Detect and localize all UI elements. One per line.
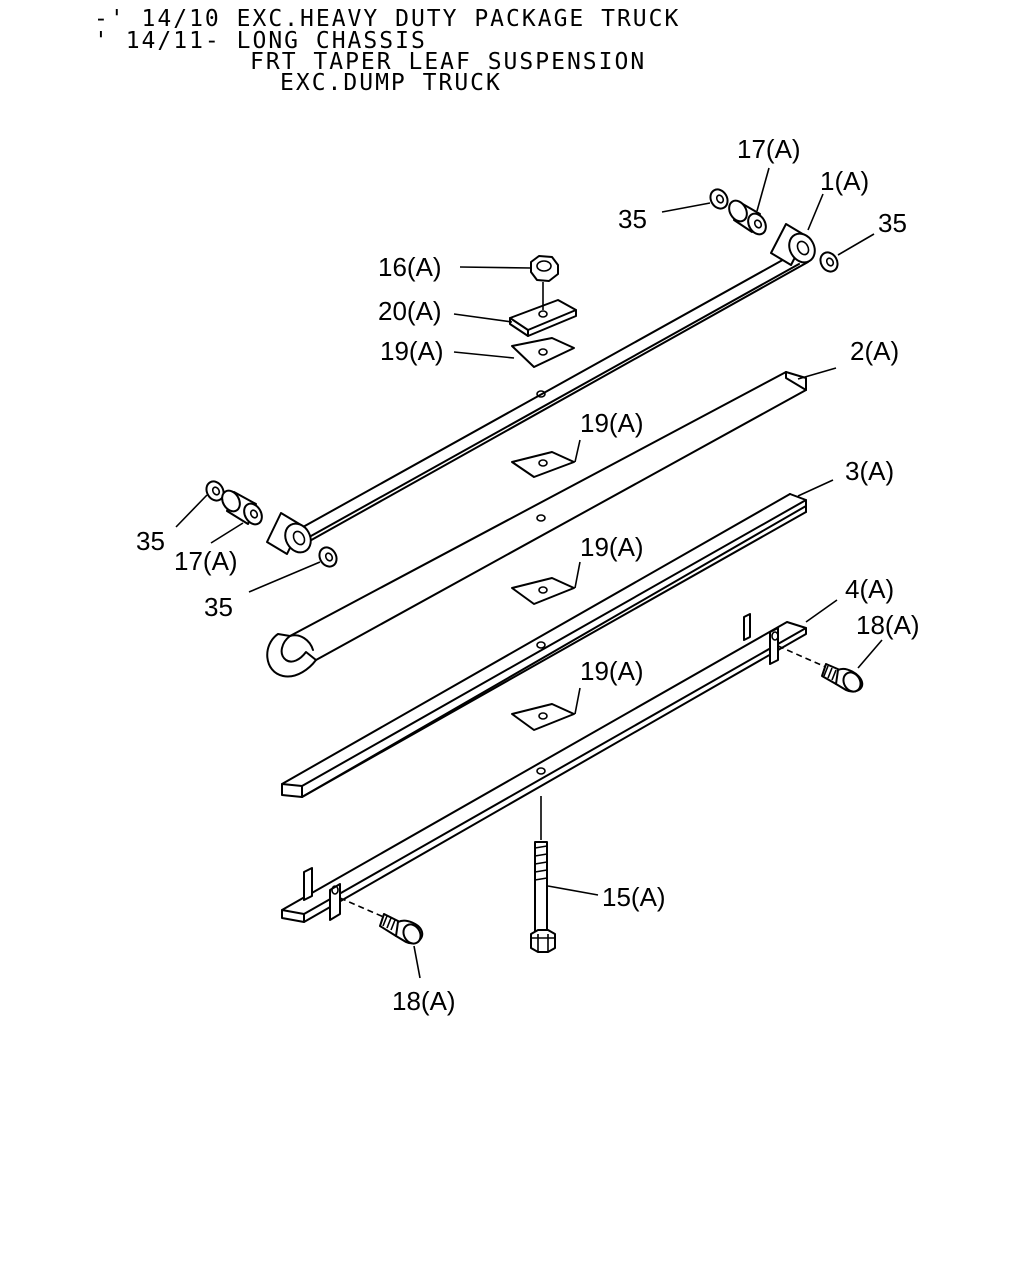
label-17-left: 17(A) bbox=[174, 546, 238, 576]
bushing-17-top[interactable] bbox=[726, 197, 770, 237]
washer-35-left[interactable] bbox=[203, 478, 227, 503]
center-bolt-15[interactable] bbox=[530, 796, 556, 953]
label-17-top: 17(A) bbox=[737, 134, 801, 164]
header-line-3: FRT TAPER LEAF SUSPENSION bbox=[250, 49, 647, 75]
label-19-d: 19(A) bbox=[580, 656, 644, 686]
label-20: 20(A) bbox=[378, 296, 442, 326]
washer-35-bottom-left[interactable] bbox=[316, 544, 340, 569]
label-19-top: 19(A) bbox=[380, 336, 444, 366]
nut-16[interactable] bbox=[530, 255, 559, 310]
label-1: 1(A) bbox=[820, 166, 869, 196]
label-3: 3(A) bbox=[845, 456, 894, 486]
pad-19-b[interactable] bbox=[511, 451, 575, 478]
leaf-4[interactable] bbox=[281, 613, 807, 923]
header-line-1: -' 14/10 EXC.HEAVY DUTY PACKAGE TRUCK bbox=[94, 6, 681, 32]
bushing-17-left[interactable] bbox=[219, 487, 266, 527]
label-19-c: 19(A) bbox=[580, 532, 644, 562]
pad-19-top[interactable] bbox=[511, 337, 575, 368]
label-16: 16(A) bbox=[378, 252, 442, 282]
main-leaf-1[interactable] bbox=[266, 223, 820, 557]
label-35-top-left: 35 bbox=[618, 204, 647, 234]
clip-bolt-18-right[interactable] bbox=[777, 645, 864, 695]
label-2: 2(A) bbox=[850, 336, 899, 366]
header-line-2: ' 14/11- LONG CHASSIS bbox=[94, 28, 427, 54]
leaf-3[interactable] bbox=[281, 493, 807, 798]
leader-lines bbox=[175, 167, 883, 979]
label-15: 15(A) bbox=[602, 882, 666, 912]
label-35-top-right: 35 bbox=[878, 208, 907, 238]
label-18-bottom: 18(A) bbox=[392, 986, 456, 1016]
washer-35-top-left[interactable] bbox=[707, 186, 731, 211]
header-line-4: EXC.DUMP TRUCK bbox=[280, 70, 502, 96]
leaf-2[interactable] bbox=[266, 371, 807, 678]
label-4: 4(A) bbox=[845, 574, 894, 604]
label-35-left: 35 bbox=[136, 526, 165, 556]
label-19-b: 19(A) bbox=[580, 408, 644, 438]
clip-bolt-18-bottom[interactable] bbox=[339, 897, 424, 947]
label-18-right: 18(A) bbox=[856, 610, 920, 640]
pad-19-c[interactable] bbox=[511, 577, 575, 605]
washer-35-top-right[interactable] bbox=[817, 249, 841, 274]
label-35-bottom-left: 35 bbox=[204, 592, 233, 622]
pad-19-d[interactable] bbox=[511, 703, 575, 731]
callout-labels: 17(A) 1(A) 35 35 16(A) 20(A) 19(A) 2(A) … bbox=[136, 134, 920, 1016]
